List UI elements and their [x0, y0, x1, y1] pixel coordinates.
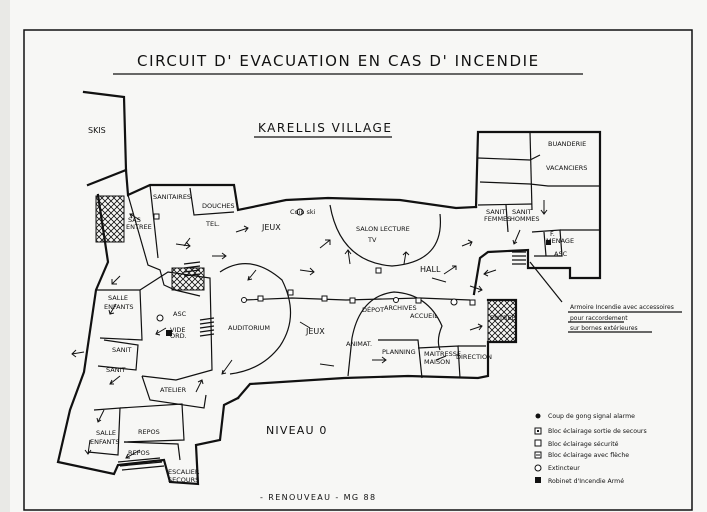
room-coin-ski: Coin ski [290, 208, 316, 216]
room-sas-1: SAS [128, 216, 141, 224]
room-vacanciers: VACANCIERS [546, 164, 587, 172]
staircase-lines [117, 251, 526, 471]
fire-hose-icon [535, 477, 541, 483]
room-sanitaires: SANITAIRES [153, 193, 191, 201]
room-sanit-2: SANIT [106, 366, 125, 374]
stair-core-west [95, 195, 125, 243]
room-tel: TEL. [205, 220, 220, 228]
room-accueil: ACCUEIL [410, 312, 438, 320]
room-salle-1a: SALLE [108, 294, 128, 302]
room-maitresse-2: MAISON [424, 358, 450, 366]
room-f-menage-1: F. [550, 230, 555, 238]
safety-markers [153, 208, 551, 336]
room-asc-2: ASC [554, 250, 568, 258]
binder-strip [0, 0, 10, 512]
room-repos-2: REPOS [128, 449, 150, 457]
room-skis: SKIS [88, 126, 106, 135]
room-entree: ENTREE [490, 314, 516, 322]
room-escalier-2: SECOURS [168, 476, 199, 484]
room-escalier-1: ESCALIER [168, 468, 200, 476]
room-hall: HALL [420, 265, 441, 274]
legend-fire-hose: Robinet d'Incendie Armé [548, 477, 624, 485]
room-planning: PLANNING [382, 348, 416, 356]
legend-exit-light: Bloc éclairage sortie de secours [548, 427, 647, 435]
room-sas-2: ENTREE [126, 223, 152, 231]
legend-extinguisher: Extincteur [548, 465, 580, 472]
room-archives: ARCHIVES [384, 304, 417, 312]
room-asc-1: ASC [173, 310, 187, 318]
legend-gong: Coup de gong signal alarme [548, 413, 635, 420]
legend-safety-light: Bloc éclairage sécurité [548, 440, 619, 448]
room-sanit-1: SANIT [112, 346, 131, 354]
room-vide-1: VIDE [170, 326, 185, 334]
note-line-1: Armoire Incendie avec accessoires [570, 304, 674, 311]
room-salle-2a: SALLE [96, 429, 116, 437]
legend-arrow-light: Bloc éclairage avec flèche [548, 451, 629, 459]
evacuation-arrows [71, 200, 548, 459]
room-maitresse-1: MAITRESSE [424, 350, 461, 358]
room-auditorium: AUDITORIUM [228, 324, 270, 332]
room-animat: ANIMAT. [346, 340, 372, 348]
room-tv: TV [367, 236, 377, 244]
room-jeux-2: JEUX [305, 327, 325, 336]
plan-title: CIRCUIT D' EVACUATION EN CAS D' INCENDIE [137, 52, 540, 70]
plan-subtitle: KARELLIS VILLAGE [258, 121, 392, 135]
footer-credit: - RENOUVEAU - MG 88 [260, 493, 376, 502]
building-walls [56, 90, 602, 486]
note-line-2: pour raccordement [570, 315, 628, 322]
room-repos-1: REPOS [138, 428, 160, 436]
note-line-3: sur bornes extérieures [570, 325, 638, 332]
gong-icon [535, 413, 541, 419]
room-atelier: ATELIER [160, 386, 187, 394]
room-douches: DOUCHES [202, 202, 235, 210]
room-salle-2b: ENFANTS [90, 438, 120, 446]
room-jeux-1: JEUX [261, 223, 281, 232]
safety-light-icon [534, 439, 542, 447]
legend: Coup de gong signal alarme Bloc éclairag… [534, 413, 647, 485]
room-direction: DIRECTION [456, 353, 492, 361]
extinguisher-icon [534, 464, 542, 472]
page-frame [23, 29, 693, 511]
level-label: NIVEAU 0 [266, 424, 328, 437]
callout-leader [529, 261, 563, 303]
stair-core-entrance [487, 299, 517, 343]
room-salle-1b: ENFANTS [104, 303, 134, 311]
room-sanit-hommes-1: SANIT [512, 208, 531, 216]
room-depot: DÉPOT [362, 305, 384, 314]
room-f-menage-2: MENAGE [546, 237, 574, 245]
room-sanit-hommes-2: HOMMES [510, 215, 539, 223]
room-sanit-femmes-1: SANIT [486, 208, 505, 216]
room-sanit-femmes-2: FEMMES [484, 215, 511, 223]
room-salon-lecture: SALON LECTURE [356, 225, 410, 233]
room-vide-2: ORD. [170, 332, 187, 340]
room-labels: SKIS SANITAIRES DOUCHES SAS ENTREE TEL. … [88, 126, 587, 484]
room-buanderie: BUANDERIE [548, 140, 586, 148]
